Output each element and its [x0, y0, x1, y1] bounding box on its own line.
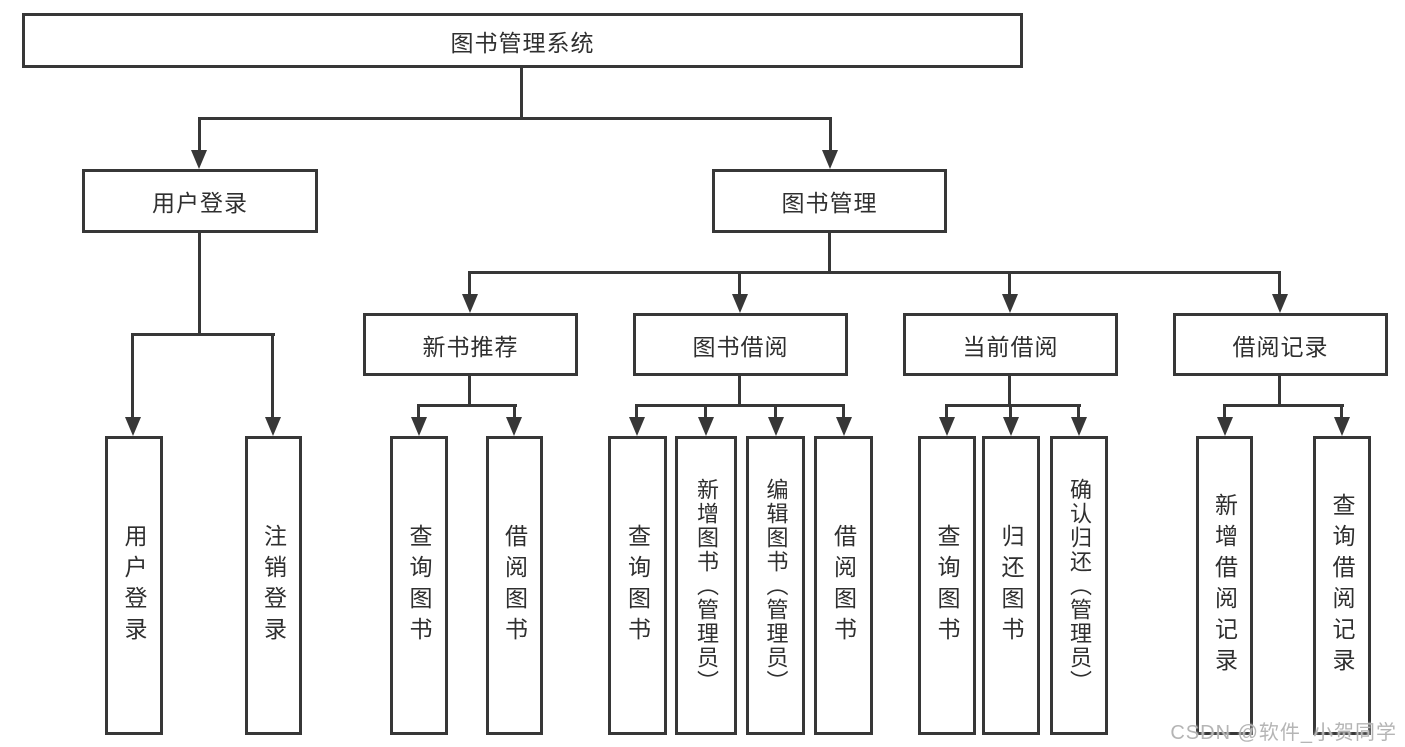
leaf-return-books: 归还图书 — [982, 436, 1040, 735]
arrowhead-down-icon — [506, 417, 522, 436]
node-book-management: 图书管理 — [712, 169, 947, 233]
connector-line — [468, 376, 471, 406]
leaf-logout: 注销登录 — [245, 436, 302, 735]
leaf-user-login: 用户登录 — [105, 436, 163, 735]
connector-line — [468, 271, 471, 296]
connector-line — [1008, 376, 1011, 406]
connector-line — [704, 404, 707, 419]
connector-line — [520, 68, 523, 118]
connector-line — [1077, 404, 1080, 419]
arrowhead-down-icon — [836, 417, 852, 436]
arrowhead-down-icon — [732, 294, 748, 313]
arrowhead-down-icon — [462, 294, 478, 313]
connector-line — [738, 376, 741, 406]
leaf-label: 借阅图书 — [830, 523, 857, 648]
leaf-add-borrow-record: 新增借阅记录 — [1196, 436, 1253, 735]
node-label: 图书借阅 — [692, 333, 789, 360]
node-label: 图书管理 — [781, 190, 878, 216]
arrowhead-down-icon — [1003, 417, 1019, 436]
leaf-borrow-books: 借阅图书 — [486, 436, 543, 735]
leaf-confirm-return-admin: 确认归还（管理员） — [1050, 436, 1108, 735]
connector-line — [198, 117, 201, 153]
node-current-borrow: 当前借阅 — [903, 313, 1118, 376]
connector-line — [635, 404, 638, 419]
connector-line — [271, 333, 274, 418]
leaf-label: 用户登录 — [121, 523, 147, 648]
arrowhead-down-icon — [1071, 417, 1087, 436]
connector-line — [1340, 404, 1343, 419]
node-label: 借阅记录 — [1232, 333, 1329, 360]
arrowhead-down-icon — [698, 417, 714, 436]
node-user-login: 用户登录 — [82, 169, 318, 233]
node-library-management-system: 图书管理系统 — [22, 13, 1023, 68]
connector-line — [829, 117, 832, 153]
connector-line — [945, 404, 948, 419]
arrowhead-down-icon — [191, 150, 207, 169]
node-borrow-records: 借阅记录 — [1173, 313, 1388, 376]
connector-line — [131, 333, 275, 336]
connector-line — [1278, 271, 1281, 296]
csdn-watermark: CSDN @软件_小贺同学 — [1170, 722, 1397, 744]
arrowhead-down-icon — [265, 417, 281, 436]
arrowhead-down-icon — [939, 417, 955, 436]
leaf-label: 查询图书 — [934, 523, 960, 648]
connector-line — [417, 404, 517, 407]
leaf-label: 查询图书 — [624, 523, 651, 648]
connector-line — [1223, 404, 1344, 407]
arrowhead-down-icon — [629, 417, 645, 436]
connector-line — [198, 233, 201, 335]
connector-line — [635, 404, 845, 407]
connector-line — [513, 404, 516, 419]
connector-line — [774, 404, 777, 419]
node-new-book-recommend: 新书推荐 — [363, 313, 578, 376]
leaf-label: 新增图书（管理员） — [694, 477, 719, 694]
node-book-borrow: 图书借阅 — [633, 313, 848, 376]
leaf-edit-books-admin: 编辑图书（管理员） — [746, 436, 805, 735]
connector-line — [945, 404, 1081, 407]
leaf-query-books: 查询图书 — [390, 436, 448, 735]
connector-line — [417, 404, 420, 419]
node-label: 新书推荐 — [422, 333, 519, 360]
leaf-label: 查询图书 — [406, 523, 432, 648]
leaf-label: 查询借阅记录 — [1329, 492, 1355, 679]
connector-line — [198, 117, 832, 120]
arrowhead-down-icon — [822, 150, 838, 169]
connector-line — [1009, 404, 1012, 419]
leaf-query-borrow-record: 查询借阅记录 — [1313, 436, 1371, 735]
connector-line — [738, 271, 741, 296]
node-label: 图书管理系统 — [450, 29, 595, 56]
leaf-add-books-admin: 新增图书（管理员） — [675, 436, 737, 735]
arrowhead-down-icon — [768, 417, 784, 436]
leaf-label: 新增借阅记录 — [1211, 492, 1238, 679]
connector-line — [828, 233, 831, 273]
leaf-label: 借阅图书 — [501, 523, 528, 648]
connector-line — [842, 404, 845, 419]
node-label: 当前借阅 — [962, 333, 1059, 360]
leaf-borrow-books: 借阅图书 — [814, 436, 873, 735]
arrowhead-down-icon — [1217, 417, 1233, 436]
leaf-query-books: 查询图书 — [608, 436, 667, 735]
leaf-label: 注销登录 — [260, 523, 287, 648]
node-label: 用户登录 — [152, 190, 248, 216]
leaf-query-books: 查询图书 — [918, 436, 976, 735]
connector-line — [1278, 376, 1281, 406]
arrowhead-down-icon — [1002, 294, 1018, 313]
leaf-label: 确认归还（管理员） — [1067, 477, 1092, 694]
arrowhead-down-icon — [125, 417, 141, 436]
arrowhead-down-icon — [1334, 417, 1350, 436]
arrowhead-down-icon — [411, 417, 427, 436]
arrowhead-down-icon — [1272, 294, 1288, 313]
leaf-label: 编辑图书（管理员） — [763, 477, 789, 694]
connector-line — [131, 333, 134, 418]
connector-line — [1008, 271, 1011, 296]
connector-line — [468, 271, 1281, 274]
leaf-label: 归还图书 — [998, 523, 1024, 648]
connector-line — [1223, 404, 1226, 419]
